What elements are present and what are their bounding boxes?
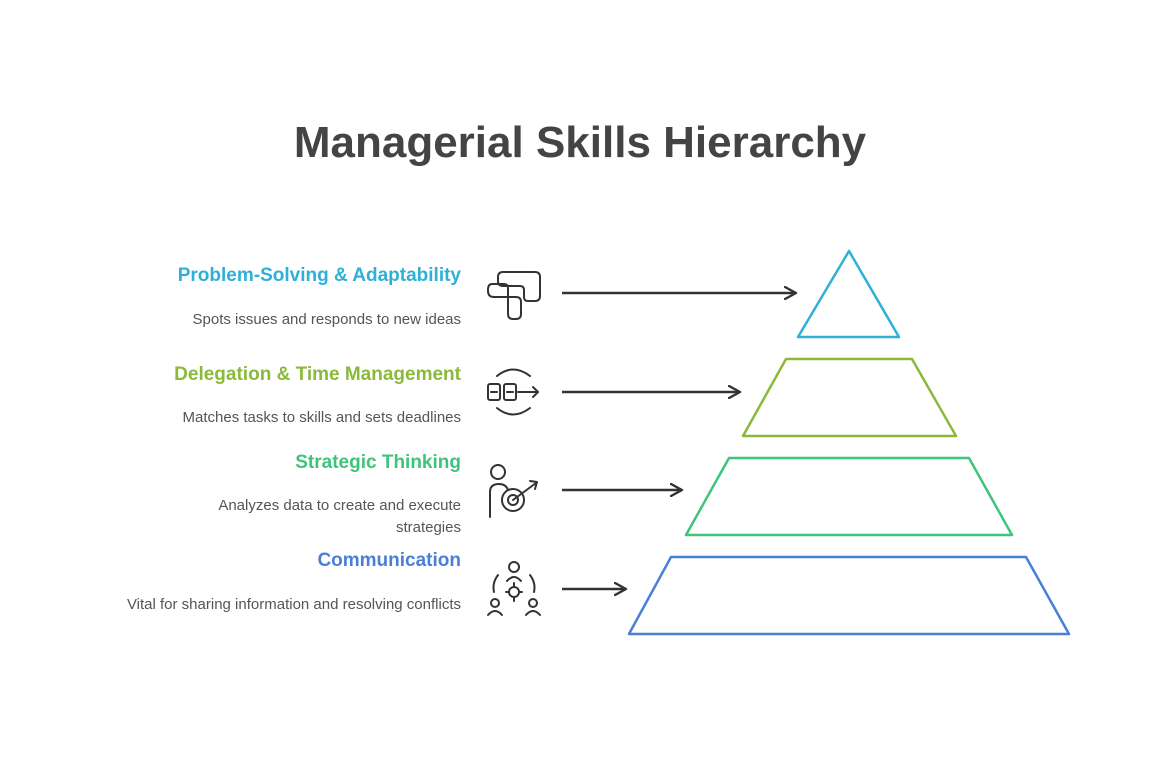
person-target-icon bbox=[489, 464, 538, 518]
level-title: Communication bbox=[317, 550, 461, 571]
pyramid-tier-top bbox=[796, 249, 901, 339]
level-description: Matches tasks to skills and sets deadlin… bbox=[182, 409, 461, 426]
pyramid-tier-3 bbox=[684, 456, 1014, 537]
level-title: Problem-Solving & Adaptability bbox=[177, 265, 461, 286]
level-description: Spots issues and responds to new ideas bbox=[192, 311, 462, 328]
team-network-icon bbox=[487, 561, 541, 616]
puzzle-blocks-icon bbox=[487, 271, 541, 320]
pyramid-tier-base bbox=[627, 555, 1071, 636]
level-communication: Communication Vital for sharing informat… bbox=[41, 549, 461, 616]
level-delegation: Delegation & Time Management Matches tas… bbox=[41, 363, 461, 429]
page-title: Managerial Skills Hierarchy bbox=[293, 118, 867, 167]
task-flow-icon bbox=[487, 368, 539, 416]
level-problem-solving: Problem-Solving & Adaptability Spots iss… bbox=[41, 264, 461, 331]
pyramid-tier-2 bbox=[741, 357, 958, 438]
level-description: Analyzes data to create and execute stra… bbox=[218, 497, 461, 536]
level-title: Strategic Thinking bbox=[295, 452, 461, 473]
level-description: Vital for sharing information and resolv… bbox=[126, 596, 461, 613]
level-title: Delegation & Time Management bbox=[174, 364, 461, 385]
level-strategic-thinking: Strategic Thinking Analyzes data to crea… bbox=[41, 451, 461, 539]
